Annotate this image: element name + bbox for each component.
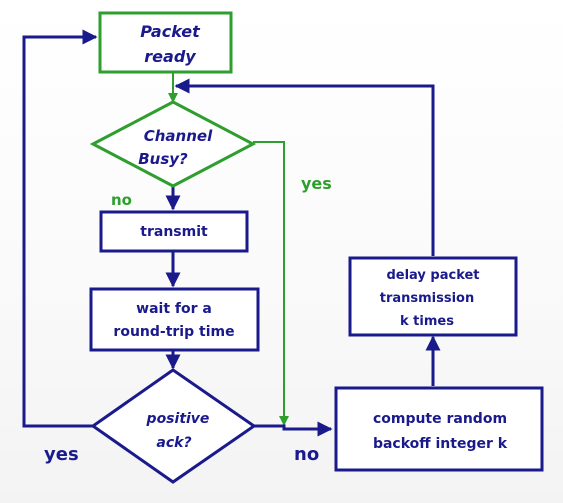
node-wait-rtt-line-2: round-trip time [113,324,234,340]
node-positive-ack-line-2: ack? [156,435,191,451]
edge-ack-yes [22,29,98,428]
edge-label-busy-yes: yes [301,174,332,193]
node-positive-ack: positive ack? [90,368,257,484]
node-packet-ready: Packet ready [98,11,233,74]
node-compute-backoff-line-2: backoff integer k [373,436,508,452]
node-wait-rtt: wait for a round-trip time [89,287,260,352]
node-wait-rtt-line-1: wait for a [136,301,212,317]
node-delay-packet-line-3: k times [400,314,454,329]
edge-ack-no [254,421,333,437]
node-transmit: transmit [99,210,249,253]
node-compute-backoff: compute random backoff integer k [334,386,544,472]
edge-label-ack-yes: yes [44,444,79,465]
node-positive-ack-line-1: positive [146,411,210,427]
node-transmit-label: transmit [140,224,208,240]
node-channel-busy-line-2: Busy? [138,150,188,168]
node-packet-ready-line-2: ready [144,47,196,66]
edge-busy-yes [253,141,289,426]
node-delay-packet-line-1: delay packet [386,268,479,283]
node-channel-busy-line-1: Channel [144,127,213,145]
node-compute-backoff-line-1: compute random [373,411,507,427]
edge-label-ack-no: no [294,444,319,465]
node-channel-busy: Channel Busy? [89,100,257,188]
node-packet-ready-line-1: Packet [140,22,201,41]
edge-label-busy-no: no [111,191,132,209]
edge-delay-to-busy [174,78,435,256]
node-delay-packet: delay packet transmission k times [348,256,518,337]
node-delay-packet-line-2: transmission [380,291,475,306]
